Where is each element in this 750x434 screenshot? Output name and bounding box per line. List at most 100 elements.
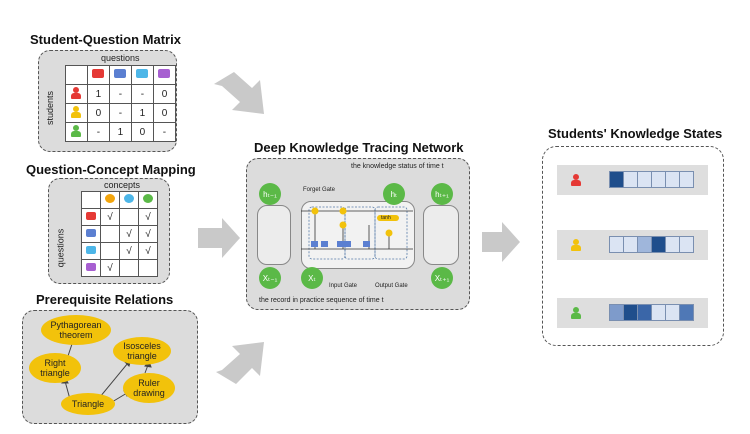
mapping-panel: concepts questions √ √ √ √ √ √ [48,178,170,284]
lstm-cell-prev [257,205,291,265]
state-cell [665,304,680,321]
matrix-cell: - [152,122,177,142]
concept-icon [119,191,139,209]
mapping-cell: √ [100,208,120,226]
mapping-cell [119,208,139,226]
state-cell [609,304,624,321]
concept-icon [138,191,158,209]
state-row [557,298,708,328]
lstm-cell-current [301,201,415,269]
mapping-title: Question-Concept Mapping [26,162,196,177]
matrix-cell: 1 [86,84,110,104]
output-gate-label: Output Gate [375,283,408,289]
node-isosceles: Isosceles triangle [113,337,171,365]
state-cell [637,304,652,321]
state-cell [679,304,694,321]
state-cell [651,304,666,321]
network-bottom-caption: the record in practice sequence of time … [259,297,384,304]
node-triangle: Triangle [61,393,115,415]
state-cell [651,171,666,188]
network-title: Deep Knowledge Tracing Network [254,140,464,155]
tanh-label: tanh [381,215,391,221]
state-row [557,165,708,195]
node-pythagorean: Pythagorean theorem [41,315,111,345]
matrix-row-header: students [45,90,56,126]
state-cell [637,171,652,188]
node-x-prev: Xₜ₋₁ [259,267,281,289]
state-cell [637,236,652,253]
gray-arrow-icon [198,218,240,258]
matrix-cell: 0 [130,122,154,142]
matrix-cell: - [130,84,154,104]
mapping-cell: √ [100,259,120,277]
matrix-cell: 0 [152,84,177,104]
lstm-internals [301,206,413,260]
student-icon [571,239,581,251]
matrix-col-header: questions [101,53,140,63]
mapping-table: √ √ √ √ √ √ √ [81,191,158,277]
question-icon [108,65,132,85]
state-row [557,230,708,260]
state-cell [609,171,624,188]
concept-icon [100,191,120,209]
matrix-panel: questions students 1 - - 0 0 - 1 0 - 1 [38,50,177,152]
mapping-cell: √ [138,225,158,243]
state-cell [623,304,638,321]
network-panel: the knowledge status of time t the recor… [246,158,470,310]
student-icon [65,122,88,142]
input-gate-label: Input Gate [329,283,358,289]
state-cell [623,236,638,253]
matrix-cell: 1 [108,122,132,142]
state-cell [679,236,694,253]
matrix-cell: - [108,103,132,123]
question-icon [81,242,101,260]
state-cell [679,171,694,188]
matrix-cell: - [108,84,132,104]
node-h-next: hₜ₊₁ [431,183,453,205]
state-cell [665,171,680,188]
matrix-cell: 0 [86,103,110,123]
gray-arrow-icon [216,342,264,384]
node-right-triangle: Right triangle [29,353,81,383]
matrix-title: Student-Question Matrix [30,32,181,47]
mapping-row-header: questions [55,228,66,268]
matrix-cell: 0 [152,103,177,123]
state-cell [609,236,624,253]
question-icon [81,259,101,277]
question-icon [81,208,101,226]
lstm-cell-next [423,205,459,265]
gray-arrow-icon [482,222,520,262]
student-icon [65,84,88,104]
mapping-cell: √ [138,242,158,260]
student-icon [571,174,581,186]
prereq-panel: Pythagorean theorem Right triangle Isosc… [22,310,198,424]
matrix-table: 1 - - 0 0 - 1 0 - 1 0 - [65,65,177,142]
mapping-col-header: concepts [104,180,141,190]
state-cell [665,236,680,253]
question-icon [130,65,154,85]
matrix-cell: - [86,122,110,142]
student-icon [571,307,581,319]
mapping-cell [138,259,158,277]
mapping-cell: √ [119,242,139,260]
question-icon [81,225,101,243]
states-title: Students' Knowledge States [548,126,723,141]
state-cell [623,171,638,188]
mapping-cell [100,242,120,260]
mapping-cell [119,259,139,277]
network-top-caption: the knowledge status of time t [351,163,444,170]
matrix-cell: 1 [130,103,154,123]
student-icon [65,103,88,123]
forget-gate-label: Forget Gate [303,187,336,193]
question-icon [86,65,110,85]
gray-arrow-icon [214,72,264,114]
node-x-next: Xₜ₊₁ [431,267,453,289]
mapping-cell: √ [119,225,139,243]
question-icon [152,65,177,85]
mapping-cell: √ [138,208,158,226]
mapping-cell [100,225,120,243]
state-cell [651,236,666,253]
node-ruler: Ruler drawing [123,373,175,403]
node-h-prev: hₜ₋₁ [259,183,281,205]
